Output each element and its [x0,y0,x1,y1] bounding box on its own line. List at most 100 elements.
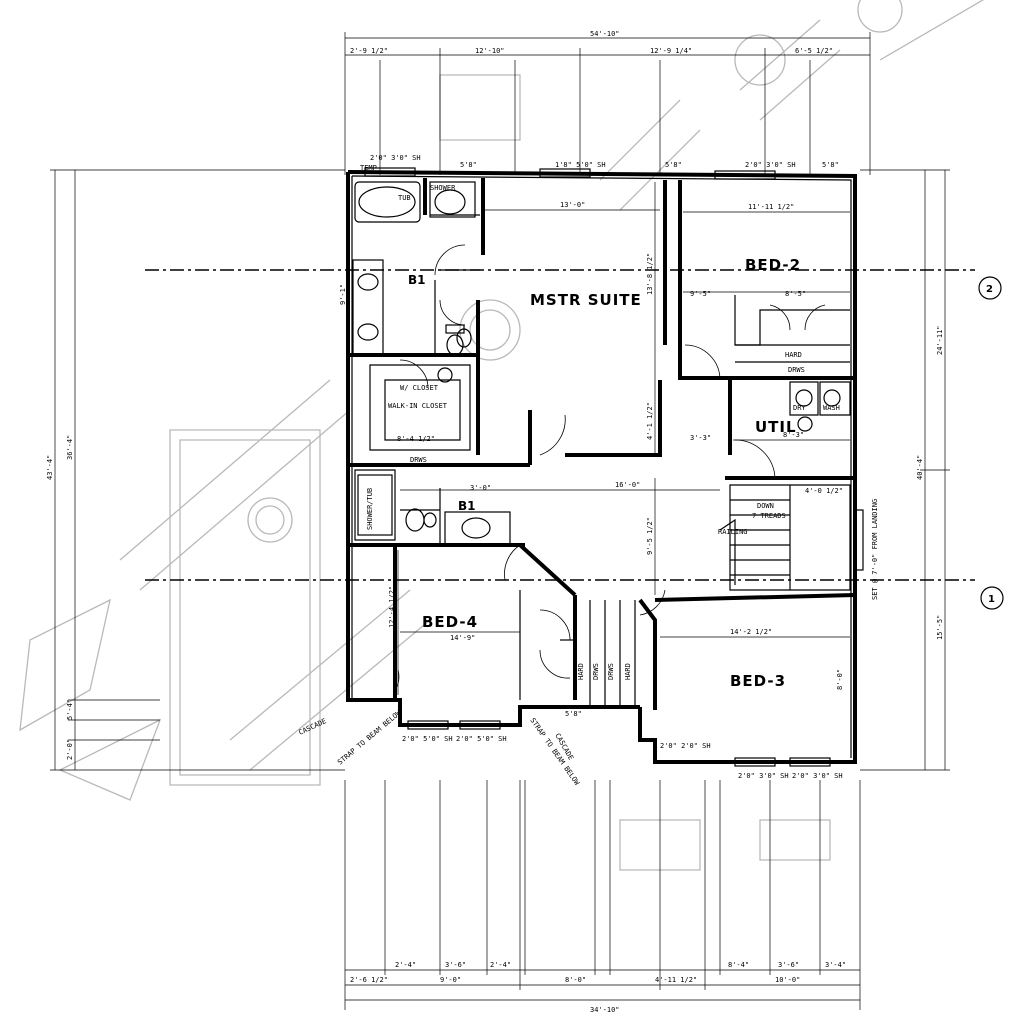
dim-left: 2'-0" [66,739,74,760]
window-tag: 5'8" [460,161,477,169]
closet-door-icon [769,304,826,331]
dim-bottom: 3'-6" [445,961,466,969]
dim-bath-width: 3'-0" [470,484,491,492]
window-tags: 2'0" 3'0" SH 5'8" 1'8" 5'0" SH 5'8" 2'0"… [370,154,843,780]
dim-bottom-2: 10'-0" [775,976,800,984]
dryer-icon [795,389,813,407]
dim-bed3-height: 8'-0" [836,669,844,690]
dim-top: 12'-10" [475,47,505,55]
door-icon [639,589,666,616]
door-icon [434,244,466,276]
label-railing: RAILING [718,528,748,536]
dim-bottom: 3'-6" [778,961,799,969]
door-icon [504,544,521,581]
door-icon [539,414,566,456]
dim-bed3-width: 14'-2 1/2" [730,628,772,636]
window-tag: 2'0" 3'0" SH [745,161,796,169]
windows [364,167,864,767]
dim-bottom-overall: 34'-10" [590,1006,620,1014]
grid-axes [145,269,1004,610]
label-drws-closet: DRWS [410,456,427,464]
water-heater-icon [437,367,453,383]
window-icon [364,167,416,177]
small-labels: SHOWER TUB WALK-IN CLOSET W/ CLOSET DRWS… [366,184,840,680]
hall-tub-icon [357,474,393,536]
dim-mstr-width: 13'-0" [560,201,585,209]
tub-icon [354,181,421,223]
interior-dimensions: 13'-0" 13'-8 1/2" 4'-1 1/2" 11'-11 1/2" … [388,182,850,695]
window-icon [789,757,831,767]
label-tub: TUB [398,194,411,202]
dim-bottom-2: 8'-0" [565,976,586,984]
door-icon [439,299,466,326]
window-tag: 5'8" [822,161,839,169]
dim-bottom: 2'-4" [490,961,511,969]
window-tag: 2'0" 3'0" SH [738,772,789,780]
dim-stair-width: 4'-0 1/2" [805,487,843,495]
dim-mstr-height: 13'-8 1/2" [646,253,654,295]
label-shower-tub: SHOWER/TUB [366,488,374,530]
window-icon [714,170,776,180]
dim-bed4-height: 12'-4 1/2" [388,586,396,628]
fixtures [352,181,841,545]
window-icon [734,757,776,767]
dim-bottom: 8'-4" [728,961,749,969]
dimension-strings [50,32,950,1010]
gridline-label-2: 2 [986,284,993,295]
dim-mstr-height-2: 4'-1 1/2" [646,402,654,440]
dim-hall-width: 16'-0" [615,481,640,489]
dim-left: 5'-4" [66,699,74,720]
dim-bottom-2: 9'-0" [440,976,461,984]
dim-right: 24'-11" [936,325,944,355]
dim-util-width-2: 3'-3" [690,434,711,442]
room-label-util: UTIL [755,418,797,436]
dim-right: 15'-5" [936,615,944,640]
dim-top: 2'-9 1/2" [350,47,388,55]
hall-sink-icon [461,517,491,539]
label-dry: DRY [793,404,806,412]
dim-bed2-width: 11'-11 1/2" [748,203,794,211]
room-labels: MSTR SUITE BED-2 BED-3 BED-4 UTIL B1 B1 [408,256,801,690]
dim-top: 12'-9 1/4" [650,47,692,55]
room-label-hall-bath: B1 [458,499,476,513]
label-drws-hall-2: DRWS [607,663,615,680]
room-label-bed2: BED-2 [745,256,801,274]
window-tag: 1'8" 5'0" SH [555,161,606,169]
dim-bottom-2: 2'-6 1/2" [350,976,388,984]
door-icon [539,609,571,641]
gridline-bubble-1 [980,586,1004,610]
note-strap-left: STRAP TO BEAM BELOW [336,708,403,766]
window-tag: 5'8" [665,161,682,169]
dim-hall-height: 9'-5 1/2" [646,517,654,555]
window-tag: 2'0" 3'0" SH [792,772,843,780]
room-label-master-bath: B1 [408,273,426,287]
note-ceiling: 9'-1" [339,284,347,305]
dim-bed2-width-2: 9'-5" [690,290,711,298]
vanity-icon [352,259,384,356]
hall-toilet-icon [405,508,425,532]
label-treads: 7 TREADS [752,512,786,520]
dim-util-width: 8'-3" [783,431,804,439]
window-tag: 5'8" [565,710,582,718]
label-wash: WASH [823,404,840,412]
window-icon [539,168,591,178]
exterior-walls [346,170,857,764]
label-hard-hall-2: HARD [624,663,632,680]
door-icon [684,344,721,381]
window-tag: 2'0" 2'0" SH [660,742,711,750]
room-label-mstr-suite: MSTR SUITE [530,291,642,309]
label-down: DOWN [757,502,774,510]
sink-icon [357,273,379,291]
dim-bottom: 3'-4" [825,961,846,969]
label-hard-hall: HARD [577,663,585,680]
dim-bottom-2: 4'-11 1/2" [655,976,697,984]
window-tag: 2'0" 5'0" SH [402,735,453,743]
label-shower: SHOWER [430,184,456,192]
shower-icon [429,181,476,218]
outer-dimension-text: 54'-10" 2'-9 1/2" 12'-10" 12'-9 1/4" 6'-… [46,30,944,1014]
room-label-bed3: BED-3 [730,672,786,690]
door-icon [734,439,776,479]
window-tag: 2'0" 3'0" SH [370,154,421,162]
note-strap-right: STRAP TO BEAM BELOW [528,717,581,788]
